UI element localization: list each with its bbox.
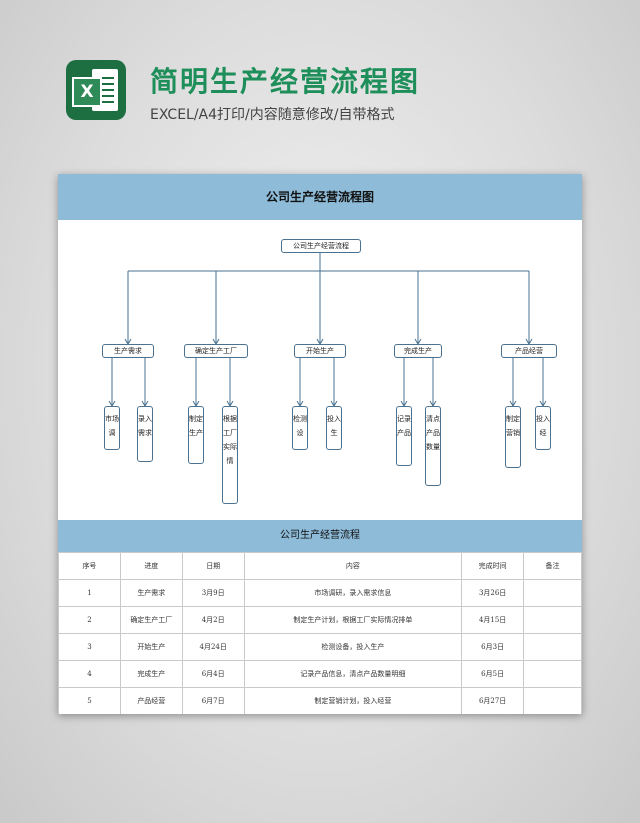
table-cell: 检测设备，投入生产: [243, 633, 463, 661]
table-cell: 3: [58, 633, 121, 661]
table-cell: 生产需求: [119, 579, 183, 607]
table-cell: 6月27日: [461, 687, 525, 714]
flowchart-step: 投入生: [326, 406, 342, 450]
table-cell: 产品经营: [119, 687, 183, 714]
table-cell: 确定生产工厂: [119, 606, 183, 634]
flowchart-step: 记录产品: [396, 406, 412, 466]
chart-title: 公司生产经营流程图: [58, 174, 582, 220]
flowchart-branch: 产品经营: [501, 344, 557, 358]
table-cell: 4月2日: [181, 606, 245, 634]
table-cell: [523, 606, 582, 634]
table-cell: 3月26日: [461, 579, 525, 607]
flowchart-step: 清点产品数量: [425, 406, 441, 486]
table-cell: 2: [58, 606, 121, 634]
flowchart-branch: 生产需求: [102, 344, 154, 358]
excel-logo-letter: X: [72, 77, 102, 107]
document-preview: 公司生产经营流程图 公司生产经营流程 生产需求市场调录入需求确定生产工厂制定生产…: [58, 174, 582, 714]
flowchart-step: 根据工厂实际情: [222, 406, 238, 504]
table-title: 公司生产经营流程: [58, 520, 582, 552]
table-cell: 市场调研，录入需求信息: [243, 579, 463, 607]
table-cell: 记录产品信息，清点产品数量明细: [243, 660, 463, 688]
flowchart-step: 制定生产: [188, 406, 204, 464]
excel-logo-icon: X: [66, 60, 126, 120]
table-cell: 4月15日: [461, 606, 525, 634]
table-cell: 5: [58, 687, 121, 714]
table-header-cell: 完成时间: [461, 552, 525, 580]
table-header-row: 序号进度日期内容完成时间备注: [58, 552, 582, 580]
table-cell: 开始生产: [119, 633, 183, 661]
table-cell: 完成生产: [119, 660, 183, 688]
flowchart-step: 市场调: [104, 406, 120, 450]
flowchart-step: 录入需求: [137, 406, 153, 462]
table-cell: [523, 687, 582, 714]
promo-header: X 简明生产经营流程图 EXCEL/A4打印/内容随意修改/自带格式: [0, 0, 640, 160]
table-cell: [523, 579, 582, 607]
table-cell: [523, 660, 582, 688]
table-cell: [523, 633, 582, 661]
table-header-cell: 进度: [119, 552, 183, 580]
table-cell: 6月4日: [181, 660, 245, 688]
table-cell: 制定生产计划，根据工厂实际情况排单: [243, 606, 463, 634]
table-cell: 3月9日: [181, 579, 245, 607]
flowchart-root: 公司生产经营流程: [281, 239, 361, 253]
flowchart-branch: 开始生产: [294, 344, 346, 358]
table-header-cell: 备注: [523, 552, 582, 580]
table-cell: 1: [58, 579, 121, 607]
table-cell: 6月3日: [461, 633, 525, 661]
table-header-cell: 日期: [181, 552, 245, 580]
table-cell: 6月7日: [181, 687, 245, 714]
table-header-cell: 内容: [243, 552, 463, 580]
flowchart-branch: 完成生产: [394, 344, 442, 358]
page-subtitle: EXCEL/A4打印/内容随意修改/自带格式: [150, 107, 395, 123]
flowchart-connectors: [108, 253, 547, 407]
flowchart: 公司生产经营流程 生产需求市场调 录入需求 确定生产工厂制定生产 根据工厂实际情 开始生…: [58, 220, 582, 520]
flowchart-branch: 确定生产工厂: [184, 344, 248, 358]
table-cell: 6月5日: [461, 660, 525, 688]
page-title: 简明生产经营流程图: [150, 65, 421, 98]
table-cell: 4月24日: [181, 633, 245, 661]
table-cell: 4: [58, 660, 121, 688]
table-header-cell: 序号: [58, 552, 121, 580]
table-cell: 制定营销计划，投入经营: [243, 687, 463, 714]
flowchart-step: 投入经: [535, 406, 551, 450]
flowchart-step: 检测设: [292, 406, 308, 450]
flowchart-step: 制定营销: [505, 406, 521, 468]
